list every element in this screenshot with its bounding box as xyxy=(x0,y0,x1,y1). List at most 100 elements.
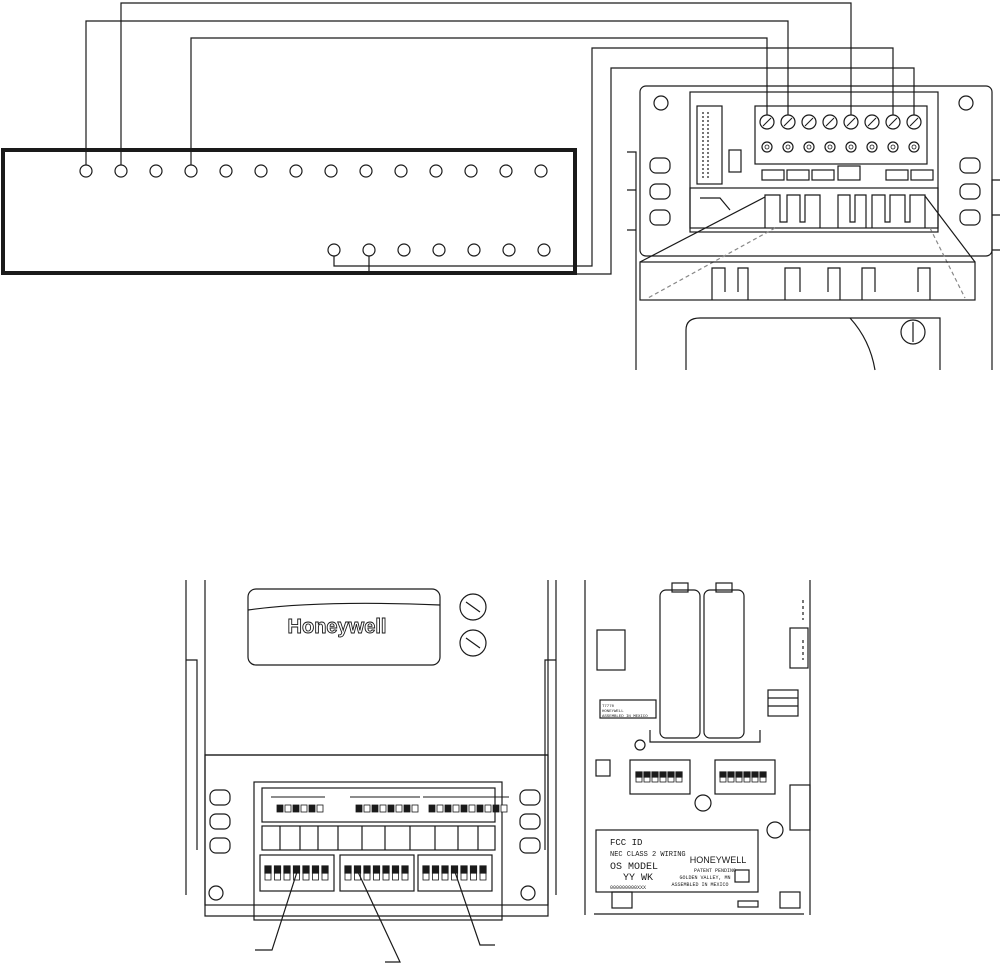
dip-switch-toggle-1-1 xyxy=(265,866,271,873)
back-dip-toggle-2-6 xyxy=(760,772,766,777)
dip-preview-switch-2-6 xyxy=(396,805,402,812)
slot-2 xyxy=(787,170,809,180)
controller-terminal-7 xyxy=(290,165,302,177)
dip-preview-switch-2-4 xyxy=(380,805,386,812)
controller-terminal-14 xyxy=(535,165,547,177)
front-tab-2 xyxy=(210,814,230,829)
dip-switch-banks xyxy=(260,855,492,891)
dip-preview-switch-2-8 xyxy=(412,805,418,812)
front-tab-3 xyxy=(210,838,230,853)
nameplate-os-model: OS MODEL xyxy=(610,862,658,873)
ribbon-connector xyxy=(697,106,722,184)
dip-preview-switch-3-3 xyxy=(445,805,451,812)
nameplate-fcc-id: FCC ID xyxy=(610,838,642,848)
dip-switch-toggle-2-4 xyxy=(374,866,380,873)
controller-terminal-6 xyxy=(255,165,267,177)
back-clip-left xyxy=(597,630,625,670)
back-dip-toggle-1-5 xyxy=(668,772,674,777)
dip-preview-switch-3-4 xyxy=(453,805,459,812)
wall-module-wire-hole-3 xyxy=(804,142,814,152)
dip-switch-toggle-3-6 xyxy=(471,866,477,873)
connector-dividers xyxy=(280,826,478,850)
dip-switch-preview-row xyxy=(271,797,509,812)
ribbon-pins xyxy=(703,112,708,178)
controller-upper-terminal-row xyxy=(80,165,547,177)
back-dip-toggle-1-6 xyxy=(676,772,682,777)
back-dip-toggle-2-4 xyxy=(744,772,750,777)
dip-preview-switch-3-1 xyxy=(429,805,435,812)
controller-lower-terminal-7 xyxy=(538,244,550,256)
side-tab-4 xyxy=(960,158,980,173)
controller-terminal-10 xyxy=(395,165,407,177)
front-mount-r xyxy=(521,886,535,900)
dip-switch-toggle-3-5 xyxy=(461,866,467,873)
back-dip-toggle-1-1 xyxy=(636,772,642,777)
front-bottom-base xyxy=(205,755,548,905)
dip-switch-toggle-3-3 xyxy=(442,866,448,873)
nameplate-nec: NEC CLASS 2 WIRING xyxy=(610,851,686,859)
back-clip-right xyxy=(790,628,808,668)
front-tab-1 xyxy=(210,790,230,805)
wire-4 xyxy=(334,48,893,266)
wall-module-wire-hole-8 xyxy=(909,142,919,152)
connector-row xyxy=(690,188,938,228)
wire-5 xyxy=(369,68,914,274)
wall-module-wire-hole-5 xyxy=(846,142,856,152)
connector-sockets xyxy=(700,195,925,228)
battery-right xyxy=(704,590,744,738)
battery-cap-left xyxy=(672,583,688,592)
dip-switch-toggle-1-6 xyxy=(313,866,319,873)
wall-module-wire-hole-1 xyxy=(762,142,772,152)
back-dip-toggle-1-3 xyxy=(652,772,658,777)
back-label-line-3: ASSEMBLED IN MEXICO xyxy=(602,715,648,719)
nameplate-text: FCC ID NEC CLASS 2 WIRING OS MODEL YY WK… xyxy=(610,838,746,891)
dip-preview-switch-2-5 xyxy=(388,805,394,812)
back-side-block-2 xyxy=(790,785,810,830)
dip-switch-toggle-2-5 xyxy=(383,866,389,873)
side-tab-1 xyxy=(650,158,670,173)
dip-switch-toggle-3-7 xyxy=(480,866,486,873)
back-bottom-tab-2 xyxy=(780,892,800,908)
front-right-rail xyxy=(545,580,556,895)
back-label-line-2: HONEYWELL xyxy=(602,710,624,714)
device-front-view: Honeywell xyxy=(186,580,556,962)
dip-switch-toggle-1-3 xyxy=(284,866,290,873)
back-dip-switches xyxy=(636,772,766,782)
back-bottom-slot xyxy=(738,901,758,907)
dip-preview-switch-1-4 xyxy=(301,805,307,812)
dip-switch-toggle-2-1 xyxy=(345,866,351,873)
dip-preview-switch-1-5 xyxy=(309,805,315,812)
controller-lower-terminal-4 xyxy=(433,244,445,256)
controller-terminal-12 xyxy=(465,165,477,177)
side-tab-5 xyxy=(960,184,980,199)
front-left-rail xyxy=(186,580,197,895)
lower-curve xyxy=(850,318,875,370)
dip-preview-switch-3-9 xyxy=(493,805,499,812)
wire-hole-core-4 xyxy=(828,145,832,149)
controller-terminal-4 xyxy=(185,165,197,177)
wire-hole-core-2 xyxy=(786,145,790,149)
dip-switch-toggle-2-2 xyxy=(355,866,361,873)
dip-switch-toggle-1-2 xyxy=(275,866,281,873)
wall-module-wire-hole-7 xyxy=(888,142,898,152)
back-label-line-1: T7770 xyxy=(602,705,615,709)
slot-1 xyxy=(762,170,784,180)
wall-module-wire-holes xyxy=(762,142,919,152)
nameplate-patent: PATENT PENDING xyxy=(694,868,736,874)
callout-leader-2 xyxy=(358,872,400,962)
controller-terminal-2 xyxy=(115,165,127,177)
zoom-line-left xyxy=(640,197,765,262)
device-body xyxy=(640,86,992,256)
controller-lower-terminal-1 xyxy=(328,244,340,256)
slot-6 xyxy=(911,170,933,180)
wiring-harness xyxy=(86,3,914,274)
dip-preview-switch-2-1 xyxy=(356,805,362,812)
dip-preview-switch-3-8 xyxy=(485,805,491,812)
controller-terminal-11 xyxy=(430,165,442,177)
controller-lower-terminal-2 xyxy=(363,244,375,256)
mount-hole-tr xyxy=(959,96,973,110)
dip-preview-switch-3-5 xyxy=(461,805,467,812)
dip-preview-switch-3-6 xyxy=(469,805,475,812)
dip-preview-switch-1-1 xyxy=(277,805,283,812)
dip-preview-switch-1-3 xyxy=(293,805,299,812)
